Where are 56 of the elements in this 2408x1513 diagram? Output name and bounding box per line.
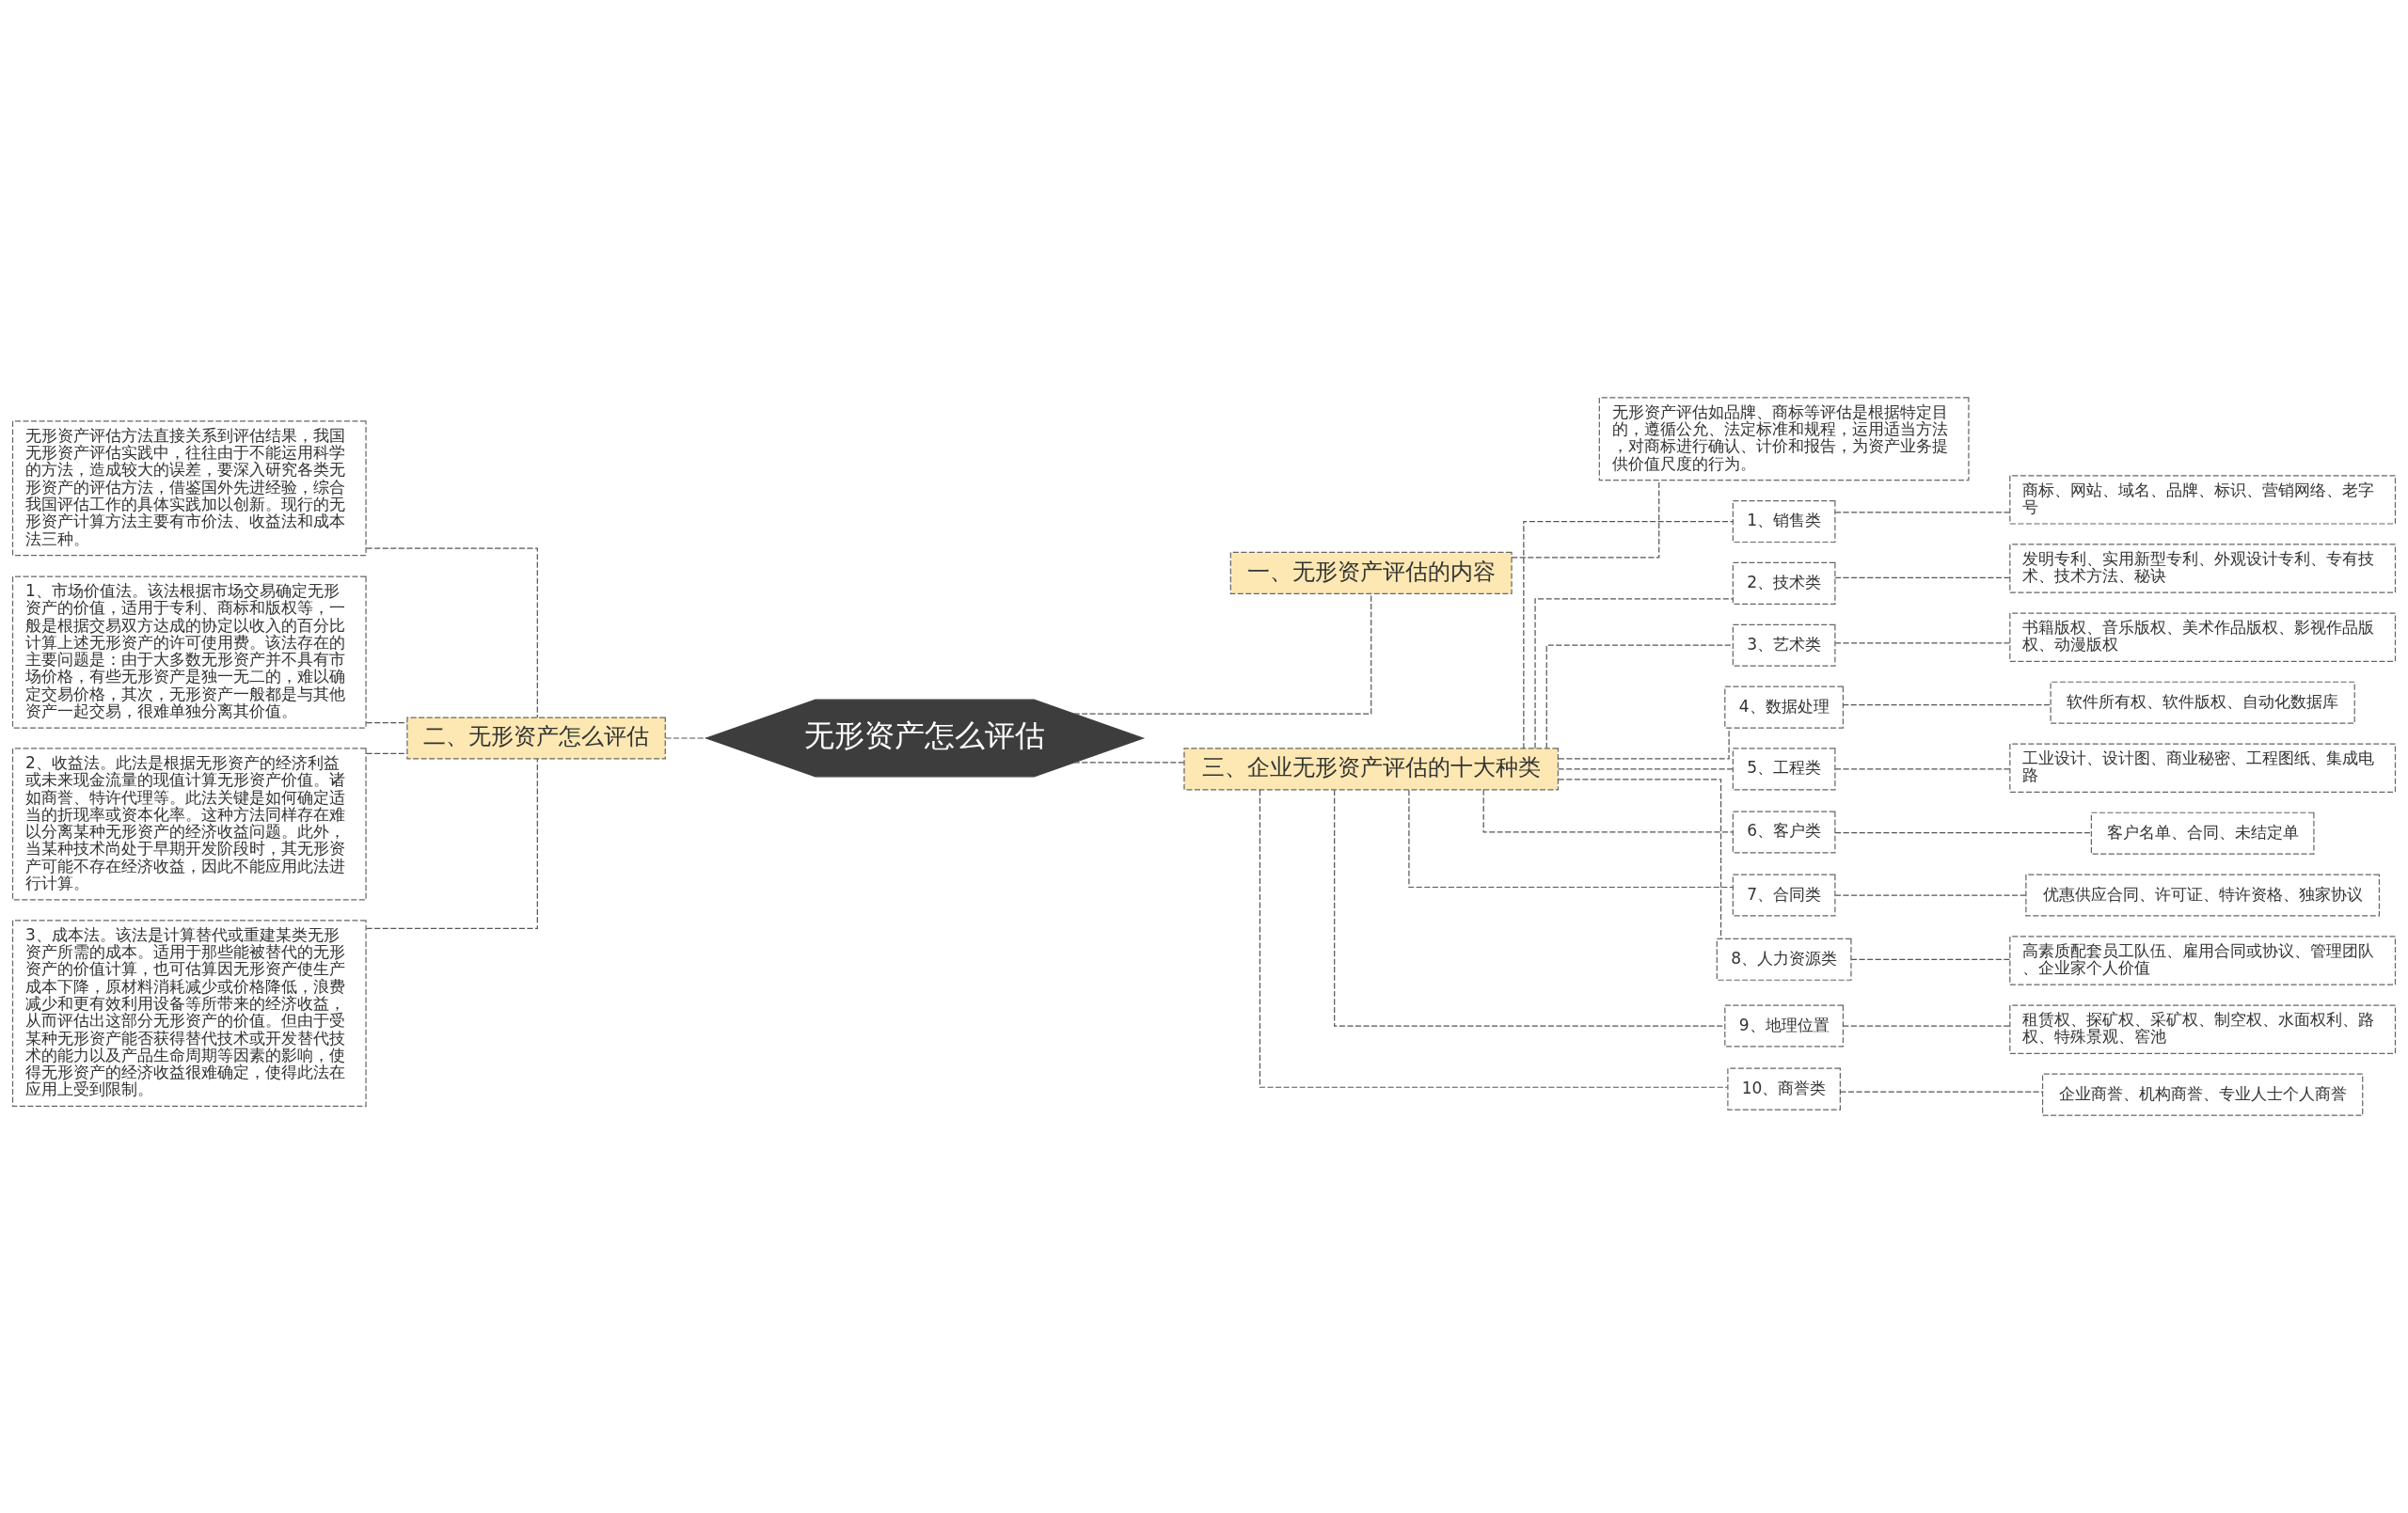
node-box: 工业设计、设计图、商业秘密、工程图纸、集成电路 bbox=[2009, 743, 2397, 793]
connector bbox=[1523, 520, 1734, 749]
node-box: 2、技术类 bbox=[1732, 561, 1836, 605]
node-box: 7、合同类 bbox=[1732, 874, 1836, 917]
connector bbox=[1534, 598, 1734, 749]
connector bbox=[1834, 894, 2027, 896]
node-box: 企业商誉、机构商誉、专业人士个人商誉 bbox=[2041, 1073, 2364, 1116]
node-box: 无形资产评估如品牌、商标等评估是根据特定目的，遵循公允、法定标准和规程，运用适当方法，对商标进行确认、计价和报告，为资产业务提供价值尺度的行为。 bbox=[1598, 397, 1970, 481]
connector bbox=[1408, 789, 1734, 889]
node-box: 4、数据处理 bbox=[1724, 686, 1845, 729]
connector bbox=[1850, 958, 2011, 960]
node-box: 书籍版权、音乐版权、美术作品版权、影视作品版权、动漫版权 bbox=[2009, 612, 2397, 662]
node-box: 发明专利、实用新型专利、外观设计专利、专有技术、技术方法、秘诀 bbox=[2009, 544, 2397, 593]
connector bbox=[365, 547, 538, 718]
connector bbox=[1511, 480, 1660, 559]
node-box: 无形资产评估方法直接关系到评估结果，我国无形资产评估实践中，往往由于不能运用科学的方法，造成较大的误差，要深入研究各类无形资产的评估方法，借鉴国外先进经验，综合我国评估工作的具体实践加以创新。现行的无形资产计算方法主要有市价法、收益法和成本法三种。 bbox=[11, 420, 367, 557]
connector bbox=[1073, 592, 1372, 715]
connector bbox=[1834, 512, 2011, 513]
connector bbox=[1482, 789, 1734, 833]
node-box: 2、收益法。此法是根据无形资产的经济利益或未来现金流量的现值计算无形资产价值。诸如商誉、特许代理等。此法关键是如何确定适当的折现率或资本化率。这种方法同样存在难以分离某种无形资产的经济收益问题。此外，当某种技术尚处于早期开发阶段时，其无形资产可能不存在经济收益，因此不能应用此法进行计算。 bbox=[11, 748, 367, 901]
node-box: 商标、网站、域名、品牌、标识、营销网络、老字号 bbox=[2009, 475, 2397, 525]
connector bbox=[1842, 704, 2052, 706]
node-box: 8、人力资源类 bbox=[1716, 938, 1852, 981]
node-box: 9、地理位置 bbox=[1724, 1004, 1845, 1048]
node-box: 1、销售类 bbox=[1732, 500, 1836, 544]
node-box: 软件所有权、软件版权、自动化数据库 bbox=[2050, 681, 2355, 724]
node-box: 优惠供应合同、许可证、特许资格、独家协议 bbox=[2025, 874, 2380, 917]
connector bbox=[1558, 779, 1722, 939]
connector bbox=[365, 721, 408, 724]
node-box: 10、商誉类 bbox=[1727, 1067, 1841, 1111]
connector bbox=[1834, 831, 2092, 834]
node-box: 3、成本法。该法是计算替代或重建某类无形资产所需的成本。适用于那些能被替代的无形资产的价值计算，也可估算因无形资产使生产成本下降，原材料消耗减少或价格降低，浪费减少和更有效利用设备等所带来的经济收益，从而评估出这部分无形资产的价值。但由于受某种无形资产能否获得替代技术或开发替代技术的能力以及产品生命周期等因素的影响，使得无形资产的经济收益很难确定，使得此法在应用上受到限制。 bbox=[11, 920, 367, 1107]
connector bbox=[1334, 789, 1726, 1027]
node-box: 3、艺术类 bbox=[1732, 623, 1836, 667]
node-box: 二、无形资产怎么评估 bbox=[406, 717, 666, 760]
node-box: 5、工程类 bbox=[1732, 748, 1836, 791]
connector bbox=[1558, 727, 1730, 760]
node-box: 1、市场价值法。该法根据市场交易确定无形资产的价值，适用于专利、商标和版权等，一般是根据交易双方达成的协定以收入的百分比计算上述无形资产的许可使用费。该法存在的主要问题是：由于大多数无形资产并不具有市场价格，有些无形资产是独一无二的，难以确定交易价格，其次，无形资产一般都是与其他资产一起交易，很难单独分离其价值。 bbox=[11, 575, 367, 729]
connector bbox=[1840, 1091, 2044, 1093]
connector bbox=[365, 752, 408, 755]
connector bbox=[1834, 576, 2011, 578]
connector bbox=[1545, 644, 1734, 749]
connector bbox=[665, 737, 707, 739]
node-box: 一、无形资产评估的内容 bbox=[1229, 551, 1513, 594]
connector bbox=[1842, 1025, 2011, 1027]
node-box: 三、企业无形资产评估的十大种类 bbox=[1183, 748, 1560, 791]
connector bbox=[1558, 768, 1734, 770]
node-box: 6、客户类 bbox=[1732, 811, 1836, 854]
connector bbox=[1834, 642, 2011, 644]
node-box: 客户名单、合同、未结定单 bbox=[2090, 812, 2315, 855]
node-box: 高素质配套员工队伍、雇用合同或协议、管理团队、企业家个人价值 bbox=[2009, 936, 2397, 985]
connector bbox=[1834, 768, 2011, 770]
connector bbox=[365, 758, 538, 929]
node-box: 租赁权、探矿权、采矿权、制空权、水面权利、路权、特殊景观、窖池 bbox=[2009, 1004, 2397, 1054]
connector bbox=[1073, 762, 1185, 764]
connector bbox=[1259, 789, 1729, 1088]
